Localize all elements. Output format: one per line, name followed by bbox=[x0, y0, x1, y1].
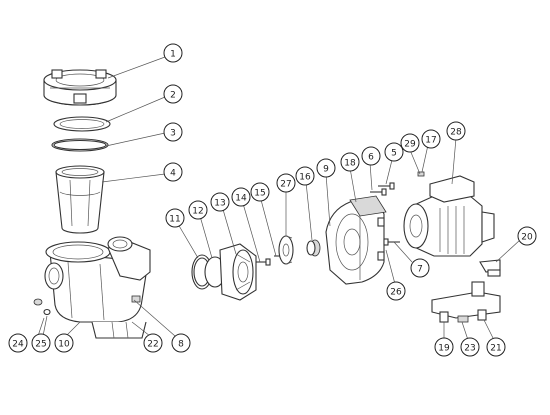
callout-14: 14 bbox=[231, 187, 251, 207]
callout-number: 8 bbox=[178, 340, 184, 350]
callout-number: 12 bbox=[192, 207, 203, 217]
callout-15: 15 bbox=[250, 182, 270, 202]
callouts: 1 2 3 4 5 6 7 8 9 10 11 12 13 14 15 16 1… bbox=[8, 43, 537, 357]
part-seal-plate bbox=[325, 195, 387, 285]
callout-number: 10 bbox=[58, 340, 70, 350]
part-lid-ring bbox=[43, 69, 117, 106]
part-diffuser bbox=[204, 243, 257, 301]
callout-21: 21 bbox=[486, 337, 506, 357]
callout-number: 3 bbox=[170, 129, 176, 139]
callout-number: 1 bbox=[170, 50, 176, 60]
callout-13: 13 bbox=[210, 192, 230, 212]
callout-23: 23 bbox=[460, 337, 480, 357]
part-gasket-ring bbox=[53, 116, 111, 132]
callout-number: 5 bbox=[391, 149, 397, 159]
part-drain-plug bbox=[33, 298, 51, 316]
part-strainer-basket bbox=[55, 165, 105, 234]
callout-25: 25 bbox=[31, 333, 51, 353]
callout-number: 7 bbox=[417, 265, 423, 275]
part-impeller bbox=[278, 235, 294, 265]
callout-number: 16 bbox=[299, 173, 311, 183]
callout-6: 6 bbox=[361, 146, 381, 166]
callout-number: 18 bbox=[344, 159, 356, 169]
callout-number: 6 bbox=[368, 153, 374, 163]
callout-number: 27 bbox=[280, 180, 291, 190]
callout-20: 20 bbox=[517, 226, 537, 246]
callout-17: 17 bbox=[421, 129, 441, 149]
part-bracket-small bbox=[479, 259, 501, 277]
callout-4: 4 bbox=[163, 162, 183, 182]
part-motor bbox=[403, 171, 495, 257]
callout-16: 16 bbox=[295, 166, 315, 186]
part-shaft-seal bbox=[306, 239, 321, 257]
callout-number: 26 bbox=[390, 288, 402, 298]
callout-number: 15 bbox=[254, 189, 265, 199]
callout-number: 17 bbox=[425, 136, 436, 146]
callout-number: 25 bbox=[35, 340, 46, 350]
callout-number: 2 bbox=[170, 91, 176, 101]
callout-28: 28 bbox=[446, 121, 466, 141]
callout-11: 11 bbox=[165, 208, 185, 228]
callout-22: 22 bbox=[143, 333, 163, 353]
callout-29: 29 bbox=[400, 133, 420, 153]
part-motor-foot bbox=[431, 281, 501, 323]
callout-number: 29 bbox=[404, 140, 416, 150]
callout-3: 3 bbox=[163, 122, 183, 142]
callout-number: 13 bbox=[214, 199, 225, 209]
callout-24: 24 bbox=[8, 333, 28, 353]
callout-number: 28 bbox=[450, 128, 462, 138]
leader-lines bbox=[37, 56, 521, 341]
callout-26: 26 bbox=[386, 281, 406, 301]
callout-number: 11 bbox=[169, 215, 180, 225]
callout-number: 14 bbox=[235, 194, 247, 204]
callout-12: 12 bbox=[188, 200, 208, 220]
callout-2: 2 bbox=[163, 84, 183, 104]
callout-number: 20 bbox=[521, 233, 533, 243]
callout-8: 8 bbox=[171, 333, 191, 353]
callout-27: 27 bbox=[276, 173, 296, 193]
callout-number: 22 bbox=[147, 340, 158, 350]
part-pump-housing bbox=[44, 236, 151, 339]
callout-5: 5 bbox=[384, 142, 404, 162]
callout-number: 21 bbox=[490, 344, 501, 354]
callout-10: 10 bbox=[54, 333, 74, 353]
callout-number: 9 bbox=[323, 165, 329, 175]
callout-number: 19 bbox=[438, 344, 450, 354]
callout-19: 19 bbox=[434, 337, 454, 357]
callout-7: 7 bbox=[410, 258, 430, 278]
callout-18: 18 bbox=[340, 152, 360, 172]
part-o-ring-large bbox=[51, 138, 109, 152]
callout-number: 4 bbox=[170, 169, 176, 179]
callout-number: 24 bbox=[12, 340, 24, 350]
callout-1: 1 bbox=[163, 43, 183, 63]
callout-number: 23 bbox=[464, 344, 475, 354]
callout-9: 9 bbox=[316, 158, 336, 178]
